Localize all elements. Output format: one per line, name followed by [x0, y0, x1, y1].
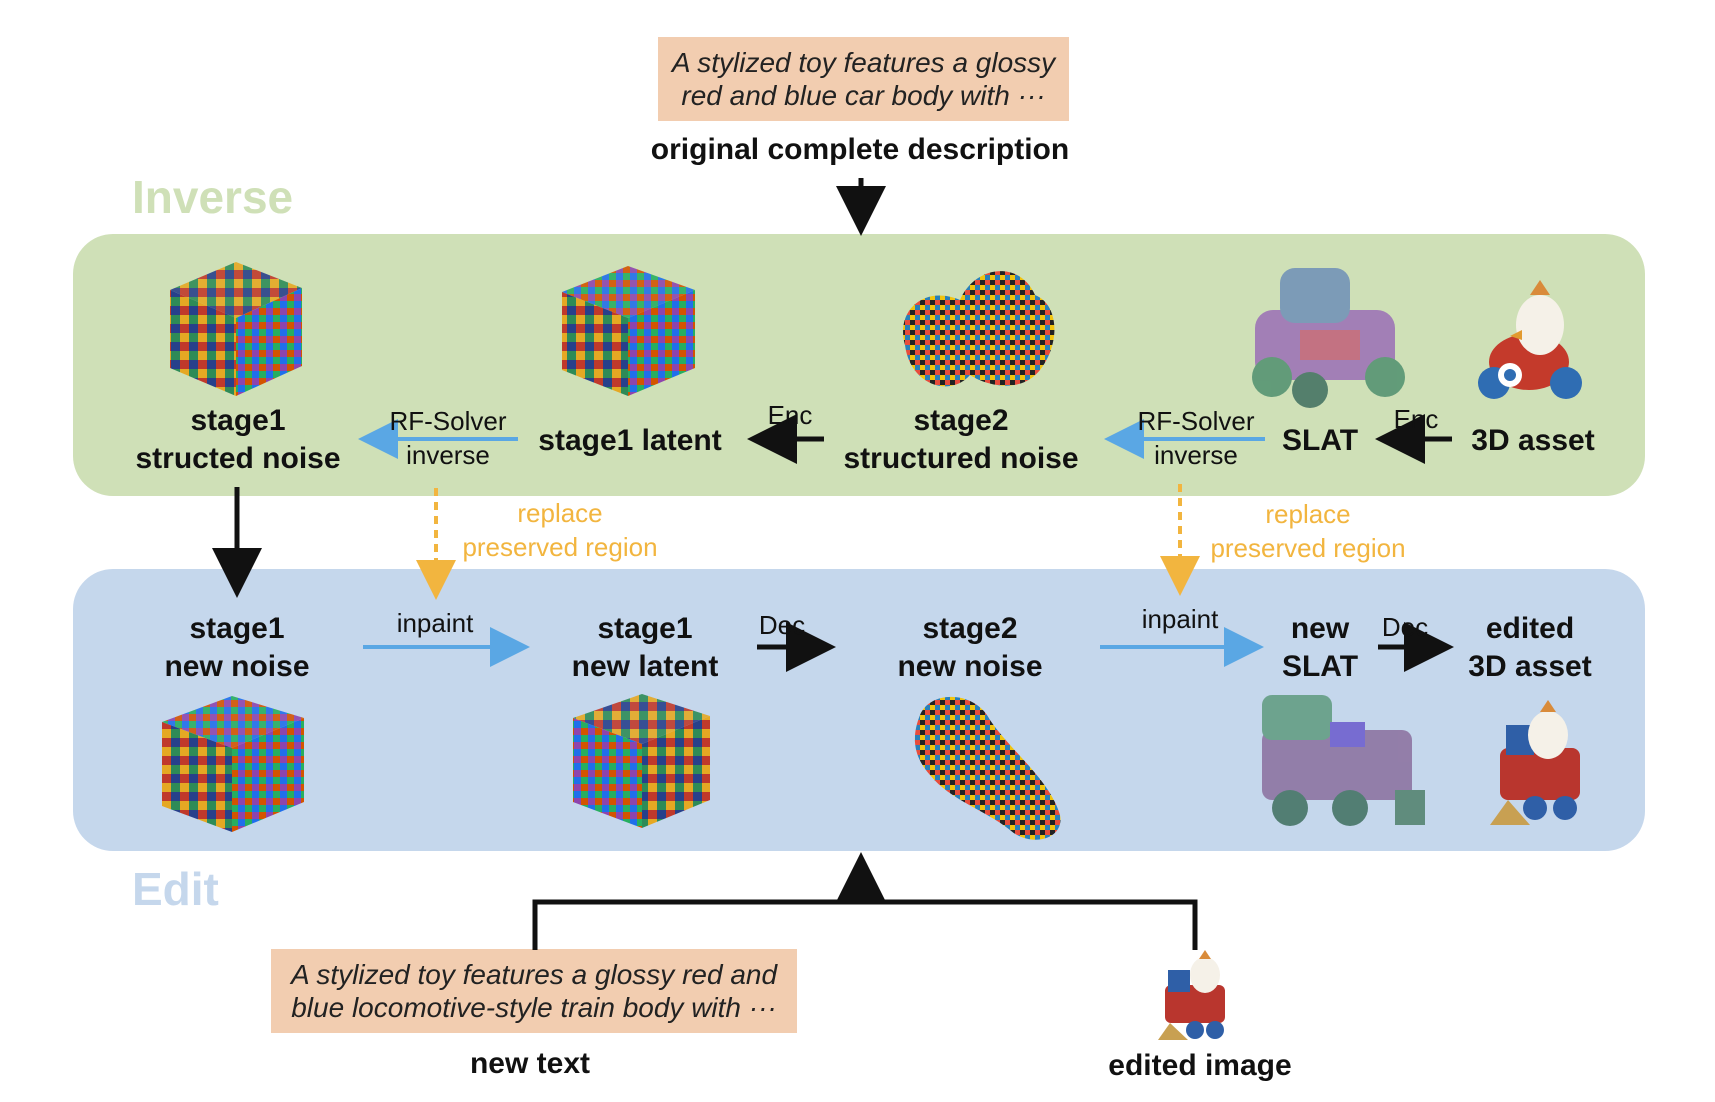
edited-image-caption: edited image — [1108, 1049, 1292, 1082]
replace-left-line2: preserved region — [462, 532, 658, 562]
stage1-new-noise-label: stage1 new noise — [137, 610, 337, 686]
edit-panel — [73, 569, 1645, 851]
new-prompt-line1: A stylized toy features a glossy red and — [290, 959, 778, 990]
edited-3d-asset-label: edited 3D asset — [1450, 610, 1610, 686]
stage1-new-latent-cube-image — [573, 694, 710, 828]
stage1-new-noise-line1: stage1 — [189, 612, 285, 645]
inverse-title: Inverse — [132, 171, 294, 223]
slat-label: SLAT — [1281, 424, 1359, 457]
stage1-new-noise-cube-image — [162, 696, 304, 832]
stage1-structed-noise-line2: structed noise — [135, 442, 341, 475]
inpaint-right-label: inpaint — [1141, 604, 1219, 634]
stage1-noise-cube-image — [170, 262, 302, 396]
inpaint-left-label: inpaint — [396, 608, 474, 638]
original-prompt-line1: A stylized toy features a glossy — [671, 47, 1056, 78]
asset-toy-car-image — [1478, 280, 1582, 399]
new-slat-line1: new — [1290, 612, 1350, 645]
rf-solver-right-line2: inverse — [1154, 440, 1238, 470]
3d-asset-label: 3D asset — [1471, 424, 1595, 457]
edited-3d-asset-line2: 3D asset — [1468, 650, 1592, 683]
enc-left-label: Enc — [767, 400, 813, 430]
original-prompt-line2: red and blue car body with ··· — [681, 80, 1046, 111]
replace-right-line1: replace — [1265, 499, 1351, 529]
edited-image-toy-train-thumbnail — [1158, 950, 1225, 1040]
stage2-new-noise-label: stage2 new noise — [870, 610, 1070, 686]
edit-title: Edit — [132, 863, 219, 915]
stage1-new-latent-line1: stage1 — [597, 612, 693, 645]
bottom-fork-lines — [532, 899, 1198, 950]
stage1-new-latent-label: stage1 new latent — [545, 610, 745, 686]
replace-right-line2: preserved region — [1210, 533, 1406, 563]
stage1-structed-noise-line1: stage1 — [190, 404, 286, 437]
stage1-structed-noise-label: stage1 structed noise — [118, 402, 358, 478]
dec-left-label: Dec — [758, 610, 806, 640]
stage2-structured-noise-label: stage2 structured noise — [836, 402, 1086, 478]
rf-solver-left-line2: inverse — [406, 440, 490, 470]
stage2-new-noise-blob-image — [914, 696, 1061, 840]
new-slat-label: new SLAT — [1270, 610, 1370, 686]
stage1-latent-cube-image — [562, 266, 695, 396]
stage2-noise-blob-image — [903, 271, 1055, 387]
rf-solver-right-line1: RF-Solver — [1137, 406, 1255, 436]
stage1-latent-label: stage1 latent — [538, 424, 722, 457]
new-slat-line2: SLAT — [1281, 650, 1359, 683]
rf-solver-right-label: RF-Solver inverse — [1116, 404, 1276, 472]
new-prompt-line2: blue locomotive-style train body with ··… — [291, 992, 777, 1023]
dec-right-label: Dec — [1381, 612, 1429, 642]
slat-voxel-car-image — [1252, 268, 1405, 408]
original-description-caption: original complete description — [650, 133, 1070, 166]
stage1-new-latent-line2: new latent — [571, 650, 719, 683]
enc-right-label: Enc — [1393, 404, 1439, 434]
edited-3d-asset-line1: edited — [1485, 612, 1575, 645]
stage2-new-noise-line1: stage2 — [922, 612, 1018, 645]
rf-solver-left-label: RF-Solver inverse — [368, 404, 528, 472]
stage2-new-noise-line2: new noise — [897, 650, 1043, 683]
new-slat-voxel-train-image — [1262, 695, 1425, 826]
edited-asset-toy-train-image — [1490, 700, 1580, 825]
stage2-structured-noise-line2: structured noise — [843, 442, 1079, 475]
original-prompt-box: A stylized toy features a glossy red and… — [658, 37, 1069, 121]
new-text-caption: new text — [469, 1047, 591, 1080]
replace-left-line1: replace — [517, 498, 603, 528]
new-prompt-box: A stylized toy features a glossy red and… — [271, 949, 797, 1033]
stage1-new-noise-line2: new noise — [164, 650, 310, 683]
replace-right-label: replace preserved region — [1188, 497, 1428, 565]
rf-solver-left-line1: RF-Solver — [389, 406, 507, 436]
stage2-structured-noise-line1: stage2 — [913, 404, 1009, 437]
replace-left-label: replace preserved region — [440, 496, 680, 564]
